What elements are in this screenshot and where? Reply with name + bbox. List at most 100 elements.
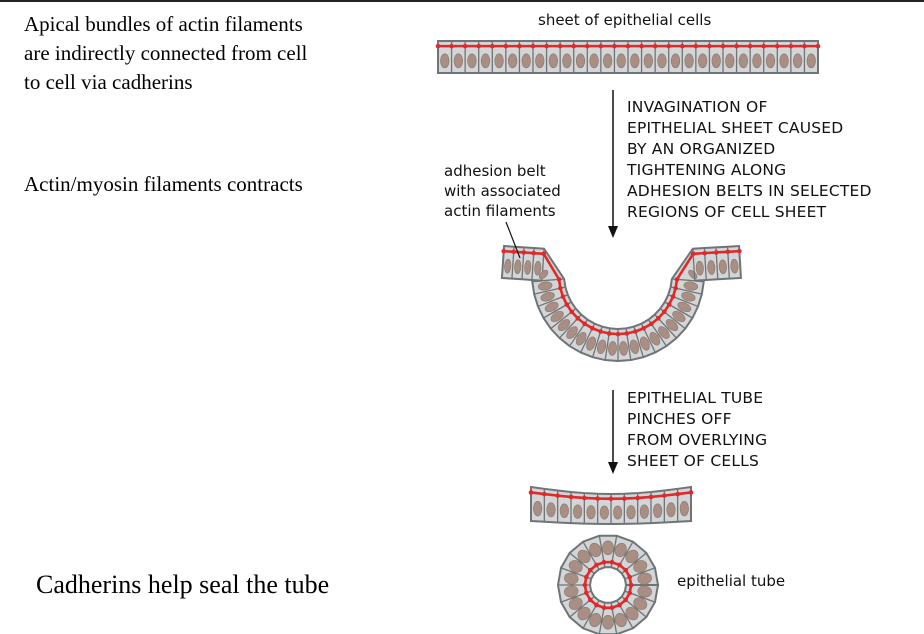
- cell-nucleus: [670, 53, 681, 69]
- cell-nucleus: [608, 341, 617, 356]
- cell-nucleus: [630, 53, 640, 69]
- top-divider: [0, 0, 924, 2]
- adhesion-junction-dot: [788, 43, 794, 49]
- adhesion-junction-dot: [541, 251, 547, 257]
- adhesion-junction-dot: [648, 494, 654, 500]
- cell-nucleus: [577, 606, 591, 621]
- cell-nucleus: [653, 503, 663, 519]
- adhesion-junction-dot: [557, 43, 563, 49]
- adhesion-junction-dot: [609, 559, 615, 565]
- flat-sheet: [437, 40, 819, 74]
- cell-nucleus: [616, 53, 626, 69]
- cell-nucleus: [559, 503, 569, 519]
- pinch-text-3: FROM OVERLYING: [627, 431, 767, 449]
- adhesion-junction-dot: [595, 496, 600, 501]
- cell-nucleus: [707, 260, 716, 275]
- adhesion-junction-dot: [564, 302, 570, 307]
- adhesion-junction-dot: [511, 249, 517, 255]
- adhesion-junction-dot: [649, 321, 654, 327]
- adhesion-junction-dot: [674, 277, 680, 282]
- invagination-text-5: ADHESION BELTS IN SELECTED: [627, 182, 872, 200]
- adhesion-junction-dot: [633, 329, 638, 334]
- cell-nucleus: [643, 53, 653, 69]
- cell-nucleus: [806, 53, 816, 69]
- cell-nucleus: [504, 258, 512, 274]
- adhesion-junction-dot: [435, 43, 441, 49]
- adhesion-junction-dot: [628, 582, 634, 588]
- adhesion-junction-dot: [606, 331, 612, 336]
- cell-nucleus: [589, 612, 602, 628]
- invagination-text-4: TIGHTENING ALONG: [626, 161, 786, 179]
- adhesion-junction-dot: [617, 602, 622, 608]
- cell-nucleus: [711, 53, 721, 69]
- adhesion-junction-dot: [625, 43, 631, 49]
- adhesion-junction-dot: [635, 495, 640, 501]
- adhesion-junction-dot: [615, 331, 621, 337]
- cell-nucleus: [603, 53, 613, 69]
- cell-nucleus: [625, 549, 639, 564]
- cell-nucleus: [550, 310, 564, 322]
- adhesion-junction-dot: [569, 309, 575, 315]
- cell-nucleus: [672, 310, 686, 322]
- adhesion-junction-dot: [702, 250, 708, 256]
- cell-nucleus: [535, 53, 545, 69]
- flat-sheet-belt: [435, 43, 821, 49]
- invaginating-sheet: [500, 244, 742, 363]
- cell-nucleus: [679, 500, 689, 517]
- pinch-text-1: EPITHELIAL TUBE: [627, 389, 763, 407]
- adhesion-junction-dot: [517, 43, 522, 49]
- adhesion-junction-dot: [725, 249, 731, 255]
- adhesion-label-line-3: actin filaments: [444, 202, 556, 220]
- adhesion-junction-dot: [575, 316, 581, 321]
- overlying-sheet: [530, 485, 692, 526]
- adhesion-junction-dot: [666, 302, 672, 307]
- cell-nucleus: [577, 549, 591, 564]
- adhesion-junction-dot: [774, 43, 780, 49]
- overlying-sheet-belt: [528, 490, 694, 502]
- invagination-text-3: BY AN ORGANIZED: [627, 140, 775, 158]
- adhesion-junction-dot: [761, 43, 767, 49]
- cell-nucleus: [629, 339, 639, 354]
- invaginating-sheet-belt: [501, 248, 742, 337]
- cadherins-seal-text: Cadherins help seal the tube: [36, 570, 330, 599]
- cell-nucleus: [524, 260, 532, 275]
- adhesion-junction-dot: [558, 285, 563, 291]
- adhesion-junction-dot: [627, 574, 633, 580]
- invagination-text-2: EPITHELIAL SHEET CAUSED: [627, 119, 843, 137]
- cell-nucleus: [599, 505, 609, 520]
- adhesion-junction-dot: [582, 321, 587, 327]
- cell-nucleus: [440, 53, 450, 69]
- cell-nucleus: [738, 53, 748, 69]
- adhesion-junction-dot: [690, 251, 696, 257]
- adhesion-junction-dot: [734, 43, 739, 49]
- cell-nucleus: [639, 336, 650, 351]
- cell-nucleus: [586, 505, 596, 520]
- adhesion-junction-dot: [587, 597, 593, 603]
- adhesion-junction-dot: [720, 43, 726, 49]
- adhesion-junction-dot: [662, 493, 667, 498]
- cell-nucleus: [544, 301, 559, 313]
- adhesion-junction-dot: [802, 43, 807, 49]
- cell-nucleus: [752, 53, 762, 69]
- cell-nucleus: [633, 560, 648, 573]
- adhesion-junction-dot: [560, 294, 566, 299]
- cell-nucleus: [730, 258, 739, 274]
- cell-nucleus: [614, 542, 627, 558]
- pinch-text-4: SHEET OF CELLS: [627, 452, 759, 470]
- adhesion-junction-dot: [612, 43, 617, 49]
- cell-nucleus: [677, 301, 692, 313]
- adhesion-junction-dot: [582, 582, 588, 588]
- adhesion-junction-dot: [815, 43, 821, 49]
- cell-nucleus: [562, 53, 572, 69]
- adhesion-junction-dot: [503, 43, 509, 49]
- cell-nucleus: [589, 53, 599, 69]
- cell-nucleus: [557, 319, 571, 332]
- cell-nucleus: [575, 332, 587, 346]
- cell-nucleus: [614, 612, 627, 628]
- adhesion-junction-dot: [617, 562, 622, 568]
- cell-nucleus: [546, 502, 556, 518]
- adhesion-junction-dot: [652, 43, 658, 49]
- cell-nucleus: [453, 53, 464, 69]
- adhesion-label-line-1: adhesion belt: [444, 162, 546, 180]
